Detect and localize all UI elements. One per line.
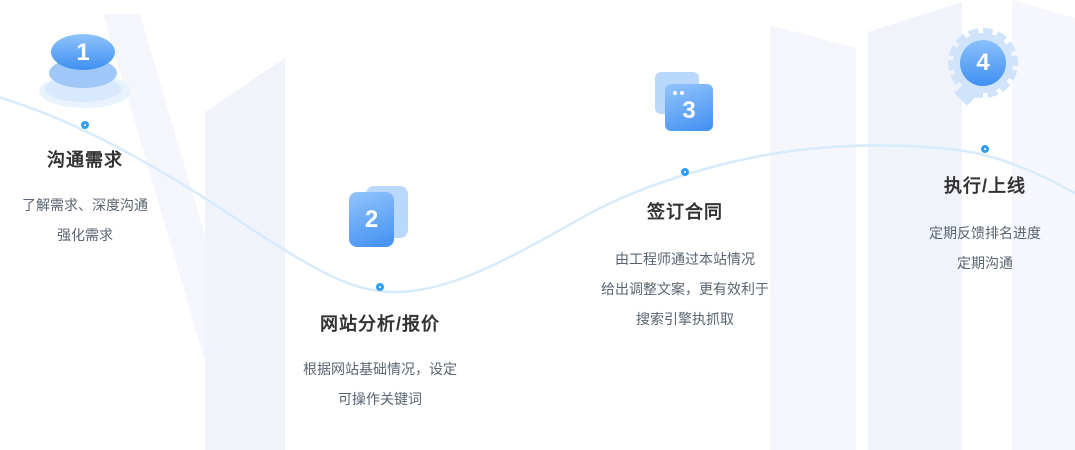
- step-desc: 根据网站基础情况，设定 可操作关键词: [250, 354, 510, 414]
- step-desc-line: 定期沟通: [957, 255, 1013, 271]
- background-shape: [1012, 0, 1075, 450]
- browser-window-icon: 3: [655, 72, 715, 136]
- step-desc-line: 根据网站基础情况，设定: [303, 361, 457, 377]
- background-shape: [868, 2, 962, 450]
- step-desc: 定期反馈排名进度 定期沟通: [855, 218, 1075, 278]
- step-desc: 了解需求、深度沟通 强化需求: [0, 190, 215, 250]
- step-title: 签订合同: [647, 202, 723, 222]
- wave-path: [0, 96, 1075, 294]
- step-desc-line: 给出调整文案，更有效利于: [601, 281, 769, 297]
- step-desc-line: 由工程师通过本站情况: [615, 251, 755, 267]
- background-shape: [205, 58, 285, 450]
- step-title: 网站分析/报价: [319, 314, 441, 334]
- step-desc-line: 可操作关键词: [338, 391, 422, 407]
- window-control-dot: [673, 91, 677, 95]
- step-number: 1: [76, 39, 90, 66]
- card-front-layer: [349, 192, 394, 247]
- step-title: 沟通需求: [47, 150, 123, 170]
- step-desc-line: 搜索引擎执抓取: [636, 311, 734, 327]
- step-desc: 由工程师通过本站情况 给出调整文案，更有效利于 搜索引擎执抓取: [555, 244, 815, 334]
- timeline-dot: [681, 168, 689, 176]
- step-desc-line: 了解需求、深度沟通: [22, 197, 148, 213]
- document-card-icon: 2: [349, 186, 411, 248]
- coins-stack-icon: 1: [39, 28, 131, 108]
- step-desc-line: 定期反馈排名进度: [929, 225, 1041, 241]
- background-shape: [770, 25, 856, 450]
- step-title: 执行/上线: [943, 176, 1027, 196]
- timeline-dot: [981, 145, 989, 153]
- timeline-dot: [376, 283, 384, 291]
- step-number: 4: [976, 49, 990, 76]
- badge-inner-circle: [960, 40, 1006, 86]
- badge-scalloped-ring: [948, 28, 1018, 98]
- coin-top: [51, 34, 115, 70]
- window-front-layer: [665, 84, 713, 131]
- medal-badge-icon: 4: [944, 26, 1026, 114]
- step-desc-line: 强化需求: [57, 227, 113, 243]
- step-number: 2: [364, 206, 379, 233]
- window-control-dot: [680, 91, 684, 95]
- timeline-dot: [81, 121, 89, 129]
- step-number: 3: [682, 97, 696, 124]
